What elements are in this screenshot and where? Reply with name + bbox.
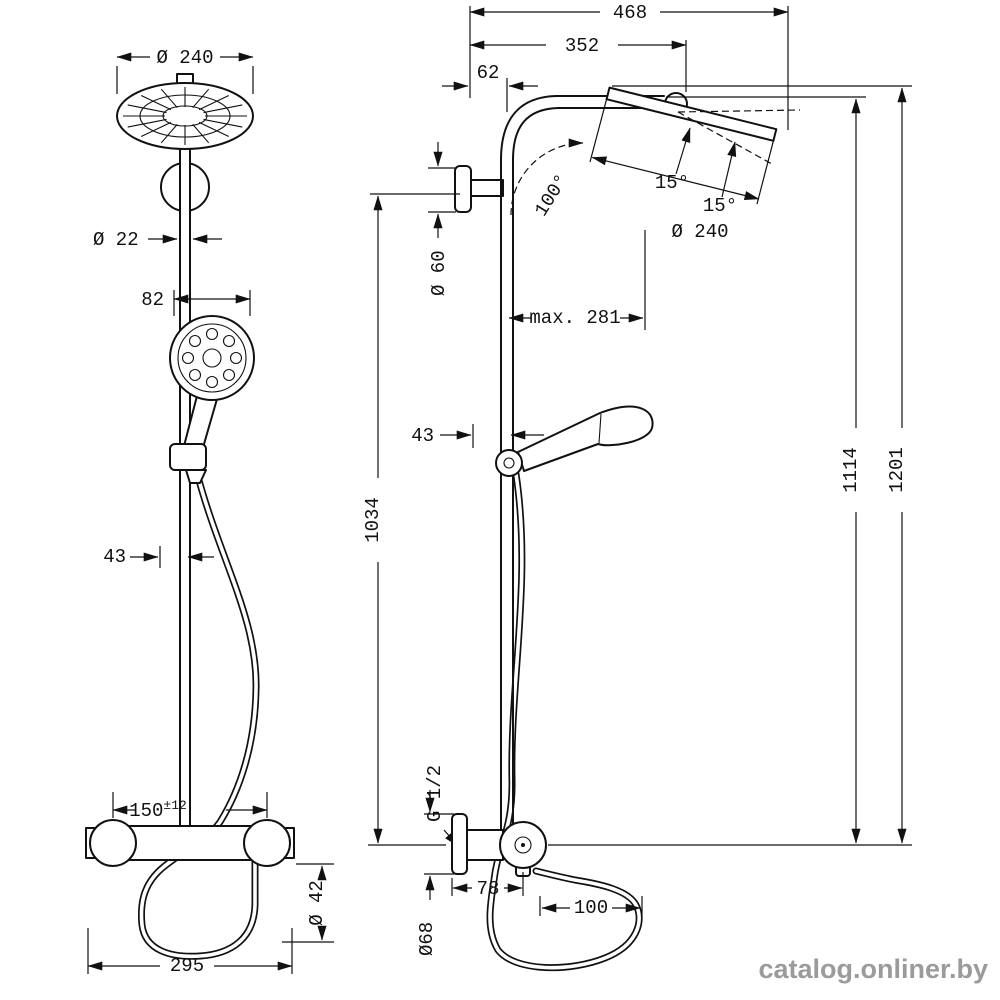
front-thermostat xyxy=(85,819,295,867)
front-hand-shower-width-label: 82 xyxy=(141,289,164,311)
front-dim-pipe-diameter: Ø 22 xyxy=(93,229,222,251)
side-dim-wall-to-pipe: 62 xyxy=(442,62,538,112)
side-dim-arm-projection: 352 xyxy=(469,35,687,92)
front-valve-centers-tolerance: ±12 xyxy=(163,798,186,813)
side-dim-valve-depth: 78 xyxy=(451,872,524,900)
side-view: 100° 15° 15° Ø 240 46 xyxy=(362,2,912,972)
front-dim-valve-centers: 150±12 xyxy=(112,792,268,822)
watermark: catalog.onliner.by xyxy=(758,954,988,984)
side-escutcheon-diameter-label: Ø 60 xyxy=(428,250,450,296)
side-overall-height-label: 1201 xyxy=(886,447,908,493)
front-pipe-diameter-label: Ø 22 xyxy=(93,229,139,251)
front-hand-shower-handle xyxy=(183,395,218,452)
side-tilt-lower-label: 15° xyxy=(703,195,737,217)
front-hand-shower xyxy=(169,315,255,401)
front-overhead-shower xyxy=(116,73,254,150)
side-dim-pipe-height: 1034 xyxy=(362,193,460,846)
side-dim-holder-depth: 43 xyxy=(411,424,544,448)
side-dim-overall-depth: 468 xyxy=(469,2,789,130)
side-tilt-angles: 15° 15° xyxy=(655,127,737,217)
front-slider-bracket xyxy=(169,443,207,484)
side-hand-shower xyxy=(495,405,654,477)
side-wall-to-pipe-label: 62 xyxy=(477,62,500,84)
side-valve-depth-label: 78 xyxy=(477,878,500,900)
side-pipe-height-label: 1034 xyxy=(362,497,384,543)
side-dim-overall-height: 1201 xyxy=(612,85,912,844)
front-dim-hose-arc: Ø 42 xyxy=(282,863,334,943)
side-thermostat-valve xyxy=(451,813,547,877)
front-dim-hand-shower-width: 82 xyxy=(141,289,251,316)
front-valve-centers-label: 150±12 xyxy=(129,798,187,822)
front-valve-centers-value: 150 xyxy=(129,800,163,822)
side-dim-valve-escutcheon: Ø68 xyxy=(416,790,454,956)
side-head-height-label: 1114 xyxy=(840,447,862,493)
front-thermostat-right-handle xyxy=(243,819,291,867)
front-dim-holder-offset: 43 xyxy=(103,546,214,568)
front-dim-overall-width: 295 xyxy=(87,928,293,977)
side-dim-max-projection: max. 281 xyxy=(508,230,646,330)
front-overall-width-label: 295 xyxy=(170,955,204,977)
side-max-projection-label: max. 281 xyxy=(529,307,620,329)
side-overhead-shower xyxy=(605,86,801,165)
front-thermostat-left-handle xyxy=(89,819,137,867)
side-dim-hose-loop: 100 xyxy=(539,896,643,919)
side-overall-depth-label: 468 xyxy=(613,2,647,24)
front-head-diameter-label: Ø 240 xyxy=(156,47,213,69)
front-hose-arc-label: Ø 42 xyxy=(306,880,328,926)
side-dim-head-height: 1114 xyxy=(548,96,912,846)
side-hose-loop-label: 100 xyxy=(574,897,608,919)
side-dim-escutcheon: Ø 60 xyxy=(428,142,456,296)
side-swivel-angle-label: 100° xyxy=(530,170,573,220)
side-head-diameter-label: Ø 240 xyxy=(671,221,728,243)
side-valve-escutcheon-label: Ø68 xyxy=(416,922,438,956)
side-holder-depth-label: 43 xyxy=(411,425,434,447)
side-dim-head-diameter: Ø 240 xyxy=(589,99,774,243)
side-riser-pipe xyxy=(500,95,665,836)
front-shower-hose xyxy=(137,469,260,960)
front-holder-offset-label: 43 xyxy=(103,546,126,568)
side-tilt-upper-label: 15° xyxy=(655,172,689,194)
front-view: Ø 240 Ø 22 82 43 150±12 xyxy=(85,47,334,977)
side-wall-bracket xyxy=(454,165,504,213)
side-arm-projection-label: 352 xyxy=(565,35,599,57)
front-wall-ring xyxy=(160,160,210,214)
side-swivel-angle: 100° xyxy=(510,138,584,221)
front-dim-head-diameter: Ø 240 xyxy=(116,47,254,94)
